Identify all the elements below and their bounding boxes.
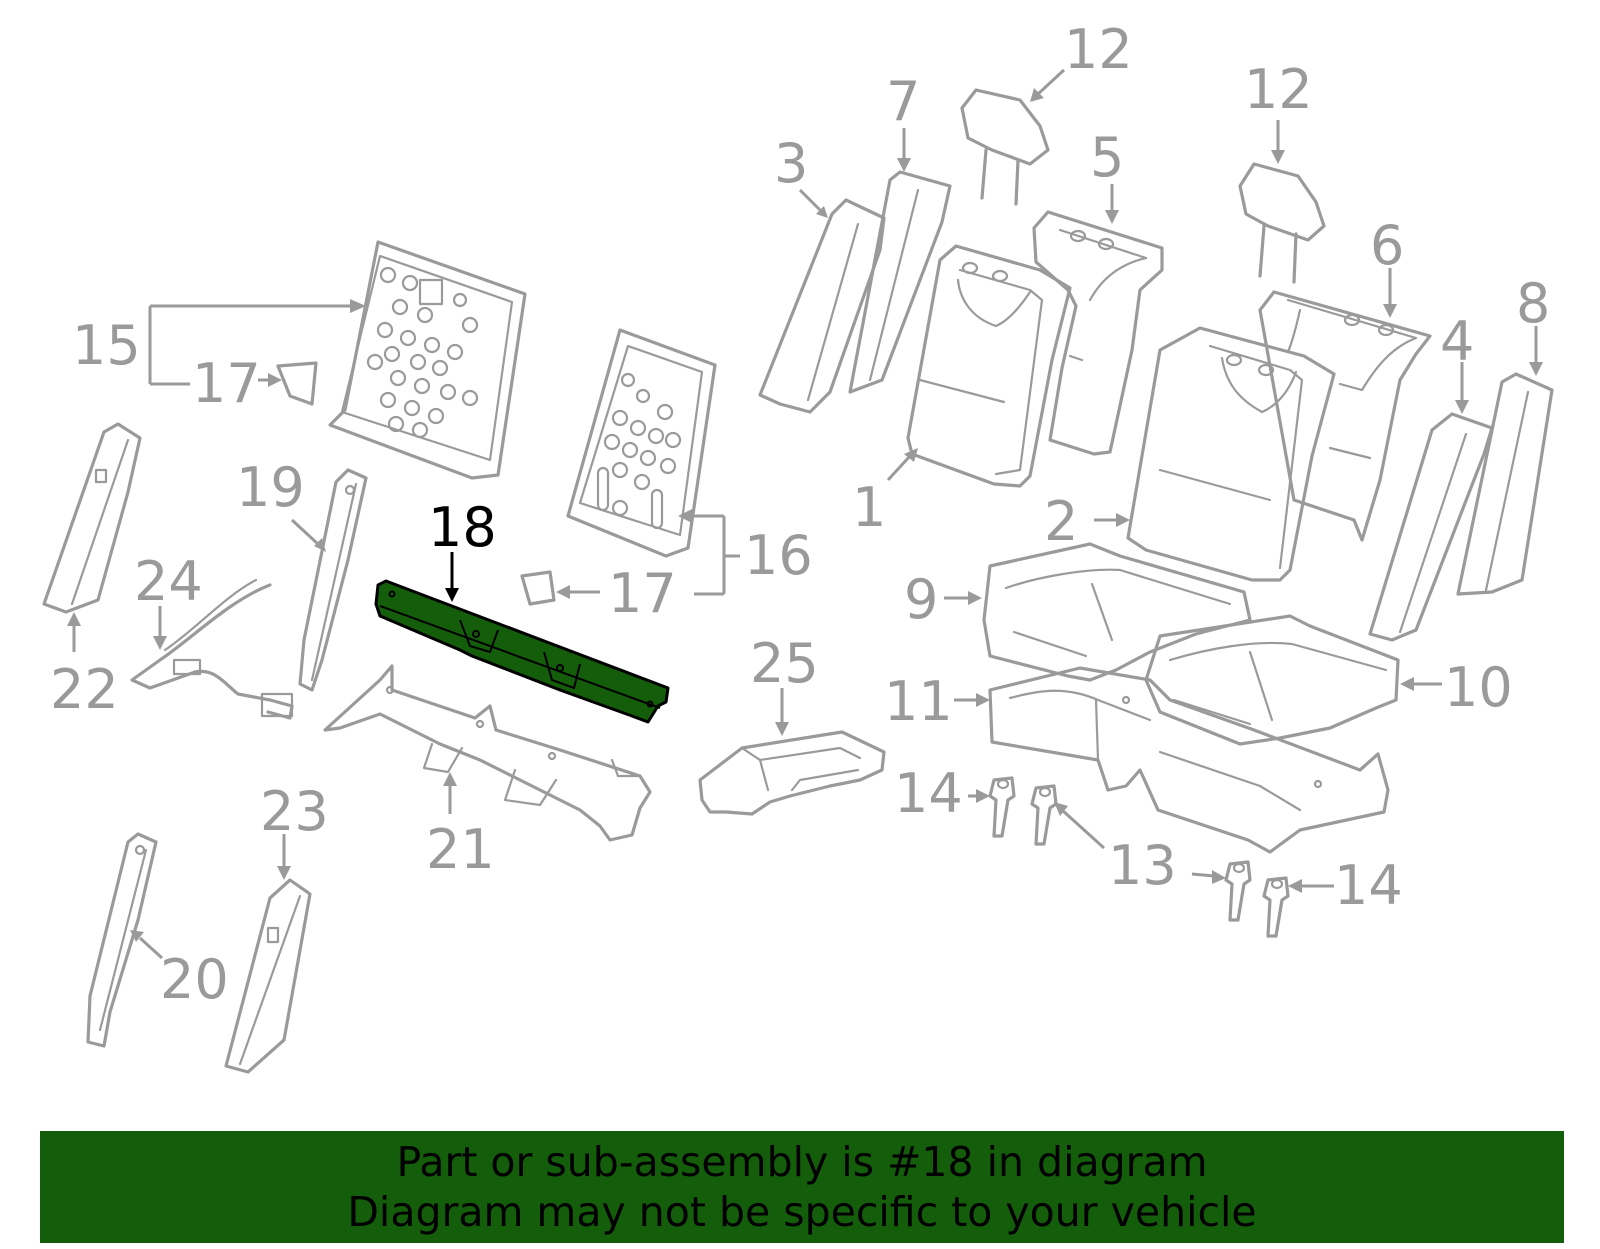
callout-21: 21	[426, 818, 495, 881]
part-23-side-cover[interactable]	[224, 878, 312, 1074]
part-6-seatback-frame[interactable]	[1258, 290, 1432, 542]
part-14-bolt-right[interactable]	[1262, 876, 1290, 938]
part-11-seat-base[interactable]	[988, 666, 1390, 854]
part-14-bolt-left[interactable]	[988, 776, 1016, 838]
part-8-trim-panel[interactable]	[1456, 372, 1554, 596]
part-20-lower-bracket[interactable]	[86, 832, 158, 1048]
callout-15: 15	[72, 314, 141, 377]
banner-line-disclaimer: Diagram may not be specific to your vehi…	[347, 1188, 1257, 1236]
callout-labels: 1 2 3 4 5 6 7 8 9 10 11 12 12 13 14 14 1…	[50, 18, 1550, 1011]
callout-2: 2	[1044, 490, 1078, 553]
callout-12-right: 12	[1244, 58, 1313, 121]
callout-1: 1	[852, 476, 886, 539]
callout-16: 16	[744, 524, 813, 587]
part-1-seatback-left[interactable]	[906, 244, 1072, 488]
callout-17-right: 17	[608, 562, 677, 625]
callout-24: 24	[134, 550, 203, 613]
part-21-seat-frame[interactable]	[323, 664, 652, 842]
part-18-crossmember-highlighted[interactable]	[374, 579, 670, 724]
part-7-trim-panel[interactable]	[848, 170, 952, 394]
callout-8: 8	[1516, 272, 1550, 335]
callout-14-right: 14	[1334, 854, 1403, 917]
part-10-seat-cushion-right[interactable]	[1144, 614, 1400, 746]
part-2-seatback-right[interactable]	[1126, 326, 1336, 582]
part-4-trim-panel[interactable]	[1368, 412, 1494, 642]
callout-7: 7	[886, 70, 920, 133]
leader-lines	[67, 68, 1543, 960]
part-16-seatback-panel[interactable]	[566, 328, 717, 558]
part-24-seat-harness[interactable]	[130, 578, 294, 720]
part-15-seatback-panel[interactable]	[328, 240, 527, 480]
part-13-bolt-left[interactable]	[1030, 784, 1058, 846]
callout-18-highlighted: 18	[428, 496, 497, 559]
part-12-headrest-left[interactable]	[960, 88, 1050, 206]
callout-9: 9	[904, 568, 938, 631]
callout-11: 11	[884, 670, 953, 733]
part-17-clip-left[interactable]	[276, 361, 318, 406]
callout-3: 3	[774, 132, 808, 195]
callout-20: 20	[160, 948, 229, 1011]
callout-6: 6	[1370, 214, 1404, 277]
part-12-headrest-right[interactable]	[1238, 162, 1326, 284]
callout-14-left: 14	[894, 762, 963, 825]
callout-13: 13	[1108, 834, 1177, 897]
callout-19: 19	[236, 456, 305, 519]
parts-diagram: 1 2 3 4 5 6 7 8 9 10 11 12 12 13 14 14 1…	[42, 18, 1554, 1074]
callout-25: 25	[750, 632, 819, 695]
callout-17-left: 17	[192, 352, 261, 415]
banner-line-part-number: Part or sub-assembly is #18 in diagram	[396, 1138, 1208, 1186]
callout-22: 22	[50, 658, 119, 721]
part-9-seat-cushion-left[interactable]	[982, 542, 1252, 682]
callout-10: 10	[1444, 656, 1513, 719]
callout-4: 4	[1440, 310, 1474, 373]
callout-12-left: 12	[1064, 18, 1133, 81]
part-5-seatback-frame[interactable]	[1032, 210, 1164, 456]
part-13-bolt-right[interactable]	[1224, 860, 1252, 922]
callout-23: 23	[260, 780, 329, 843]
part-3-trim-panel[interactable]	[758, 198, 886, 414]
part-25-armrest[interactable]	[698, 730, 886, 816]
info-banner: Part or sub-assembly is #18 in diagram D…	[40, 1131, 1564, 1243]
part-22-side-trim[interactable]	[42, 422, 142, 614]
part-17-clip-right[interactable]	[520, 570, 556, 606]
callout-5: 5	[1090, 126, 1124, 189]
part-19-bracket[interactable]	[298, 468, 368, 692]
